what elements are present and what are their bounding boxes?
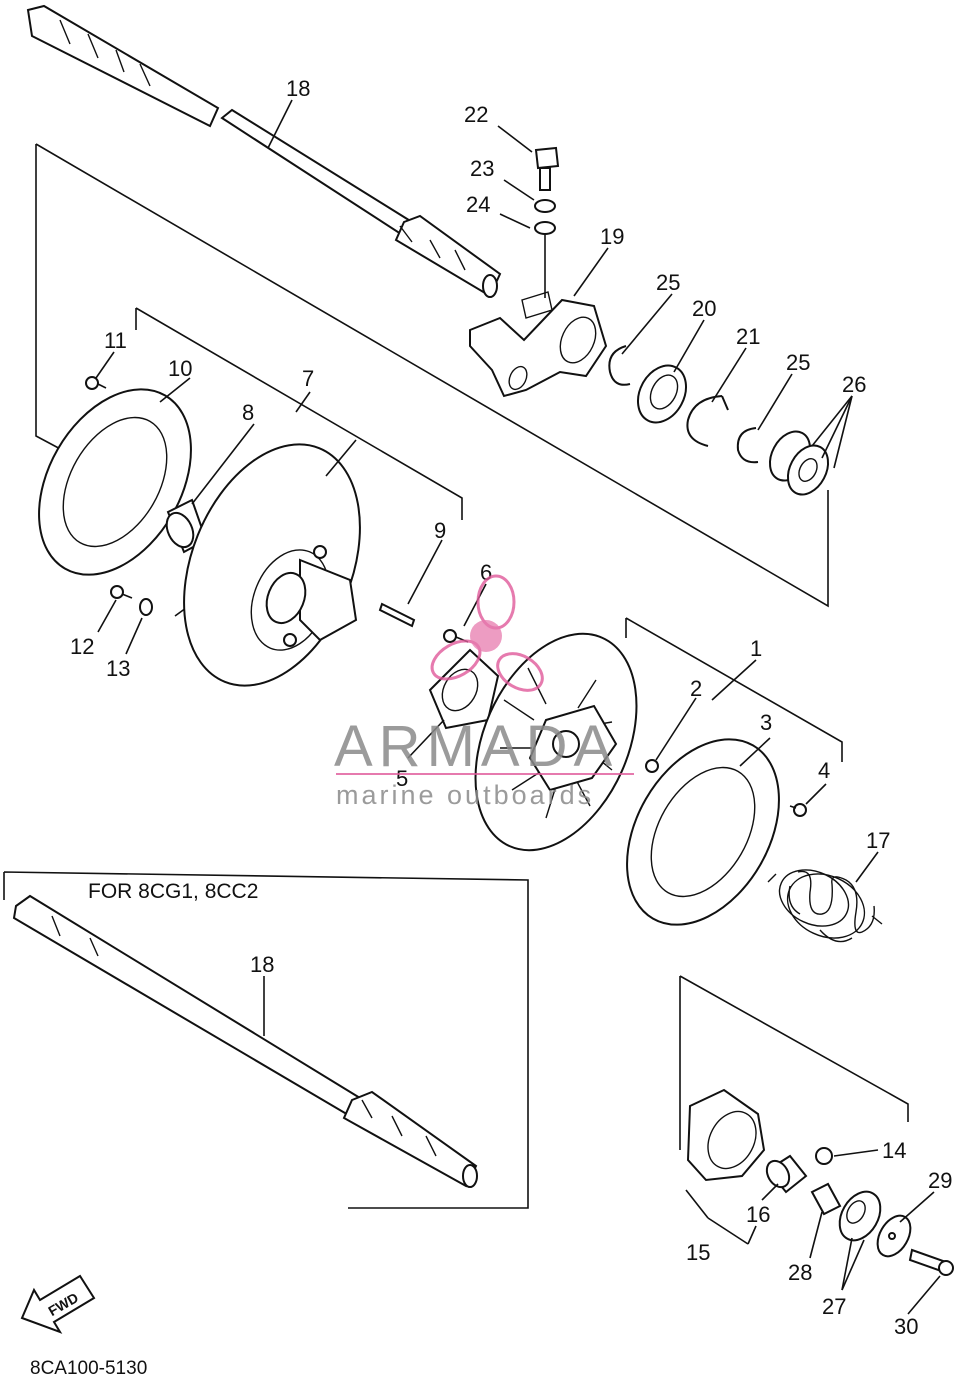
callout-20: 20 xyxy=(692,296,716,321)
bolt-12 xyxy=(110,585,133,599)
nut-14 xyxy=(815,1147,833,1165)
bolt-30 xyxy=(908,1248,954,1276)
collar-28 xyxy=(810,1182,842,1216)
washer-13 xyxy=(139,598,153,616)
plate-10 xyxy=(38,388,192,576)
assembly-outline-15 xyxy=(679,975,909,1150)
circlip-25-b xyxy=(736,427,759,464)
watermark-brand: ARMADA xyxy=(334,714,618,779)
bearing-20 xyxy=(637,364,687,424)
washer-24 xyxy=(534,221,556,235)
bolt-11 xyxy=(85,376,107,390)
callout-21: 21 xyxy=(736,324,760,349)
callout-12: 12 xyxy=(70,634,94,659)
callout-10: 10 xyxy=(168,356,192,381)
callout-19: 19 xyxy=(600,224,624,249)
callout-5: 5 xyxy=(396,766,408,791)
spring-17 xyxy=(767,869,883,943)
callout-1: 1 xyxy=(750,636,762,661)
pin-9 xyxy=(378,602,416,628)
washer-29 xyxy=(876,1214,912,1258)
callout-25-b: 25 xyxy=(786,350,810,375)
callout-8: 8 xyxy=(242,400,254,425)
callout-7: 7 xyxy=(302,366,314,391)
callout-17: 17 xyxy=(866,828,890,853)
callout-25-a: 25 xyxy=(656,270,680,295)
callout-16: 16 xyxy=(746,1202,770,1227)
bracket-19 xyxy=(469,291,608,398)
drive-shaft-upper xyxy=(26,4,502,298)
callout-15: 15 xyxy=(686,1240,710,1265)
drive-shaft-lower xyxy=(12,894,478,1188)
callout-28: 28 xyxy=(788,1260,812,1285)
callout-13: 13 xyxy=(106,656,130,681)
fwd-arrow-icon: FWD xyxy=(20,1274,96,1334)
bearing-27 xyxy=(838,1190,882,1242)
propeller-logo-icon xyxy=(430,574,544,692)
inset-frame xyxy=(3,871,529,1209)
assembly-outline-upper xyxy=(35,143,829,608)
callout-22: 22 xyxy=(464,102,488,127)
sheave-7 xyxy=(183,443,361,687)
callout-9: 9 xyxy=(434,518,446,543)
callout-labels: 18 22 23 24 19 25 20 21 25 26 11 10 7 8 … xyxy=(70,76,952,1339)
bolt-4 xyxy=(789,803,807,817)
circlip-25-a xyxy=(608,345,631,386)
bolt-2 xyxy=(645,759,659,773)
washer-23 xyxy=(534,199,556,213)
callout-11: 11 xyxy=(104,328,127,353)
diagram-code: 8CA100-5130 xyxy=(30,1358,147,1378)
cam-housing-15 xyxy=(686,1088,766,1182)
callout-24: 24 xyxy=(466,192,490,217)
callout-27: 27 xyxy=(822,1294,846,1319)
callout-2: 2 xyxy=(690,676,702,701)
callout-4: 4 xyxy=(818,758,830,783)
ring-21 xyxy=(686,395,729,447)
plate-3 xyxy=(626,738,780,926)
watermark: ARMADA marine outboards xyxy=(334,574,634,810)
callout-18-upper: 18 xyxy=(286,76,310,101)
callout-3: 3 xyxy=(760,710,772,735)
assembly-outline-1 xyxy=(625,617,843,762)
bolt-22 xyxy=(534,146,560,191)
seals-26 xyxy=(768,430,830,496)
callout-23: 23 xyxy=(470,156,494,181)
watermark-tagline: marine outboards xyxy=(336,780,594,810)
leader-lines xyxy=(95,99,941,1315)
callout-29: 29 xyxy=(928,1168,952,1193)
bushing-16 xyxy=(765,1154,808,1194)
callout-26: 26 xyxy=(842,372,866,397)
callout-14: 14 xyxy=(882,1138,906,1163)
model-note: FOR 8CG1, 8CC2 xyxy=(88,880,258,903)
callout-30: 30 xyxy=(894,1314,918,1339)
callout-18-lower: 18 xyxy=(250,952,274,977)
